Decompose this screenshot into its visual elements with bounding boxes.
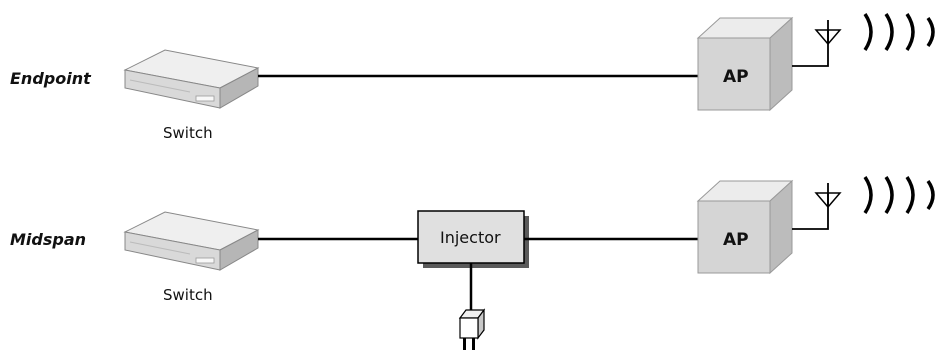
endpoint-switch-label: Switch — [163, 124, 213, 142]
antenna-icon — [792, 20, 842, 67]
injector-label: Injector — [440, 228, 501, 247]
endpoint-row-label: Endpoint — [10, 69, 92, 88]
switch-icon — [123, 49, 260, 109]
access-point-icon: AP — [696, 16, 794, 112]
antenna-icon — [792, 183, 842, 230]
radio-waves-icon — [863, 13, 935, 51]
switch-icon — [123, 211, 260, 271]
access-point-icon: AP — [696, 179, 794, 275]
midspan-row-label: Midspan — [10, 230, 86, 249]
endpoint-row: Endpoint Switch AP — [10, 13, 935, 142]
radio-waves-icon — [863, 176, 935, 214]
midspan-ap-label: AP — [723, 230, 749, 250]
midspan-switch-label: Switch — [163, 286, 213, 304]
injector-box: Injector — [417, 210, 529, 268]
power-plug-icon — [458, 308, 486, 350]
endpoint-ap-label: AP — [723, 67, 749, 87]
midspan-row: Midspan Switch Injector — [10, 176, 935, 350]
